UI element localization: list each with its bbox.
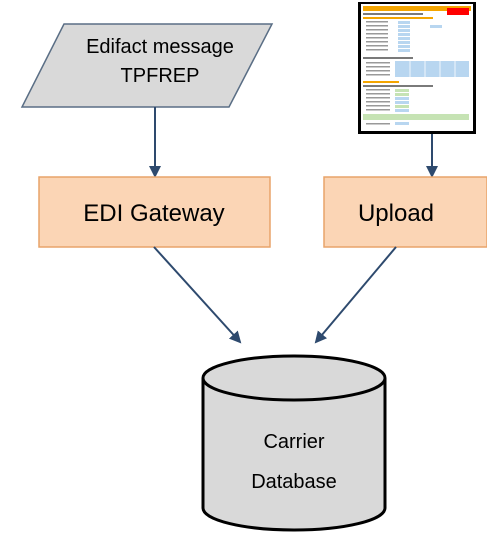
edifact-message-node: Edifact message TPFREP	[20, 23, 274, 108]
edifact-parallelogram-shape	[20, 23, 274, 108]
spreadsheet-thumbnail-icon	[358, 2, 476, 134]
database-line2: Database	[251, 471, 337, 493]
edifact-line2: TPFREP	[121, 65, 200, 87]
upload-node: Upload	[323, 176, 487, 248]
edi-gateway-label: EDI Gateway	[83, 200, 224, 227]
database-line1: Carrier	[263, 431, 324, 453]
arrow-upload-to-database	[314, 246, 397, 344]
upload-label: Upload	[358, 200, 434, 227]
database-body	[201, 378, 387, 532]
upload-box	[323, 176, 487, 248]
edi-gateway-box	[38, 176, 271, 248]
cylinder-database-icon: Carrier Database	[201, 354, 387, 532]
edi-gateway-node: EDI Gateway	[38, 176, 271, 248]
edifact-line1: Edifact message	[86, 36, 234, 58]
arrow-gateway-to-database	[153, 246, 242, 344]
database-top	[201, 354, 387, 402]
